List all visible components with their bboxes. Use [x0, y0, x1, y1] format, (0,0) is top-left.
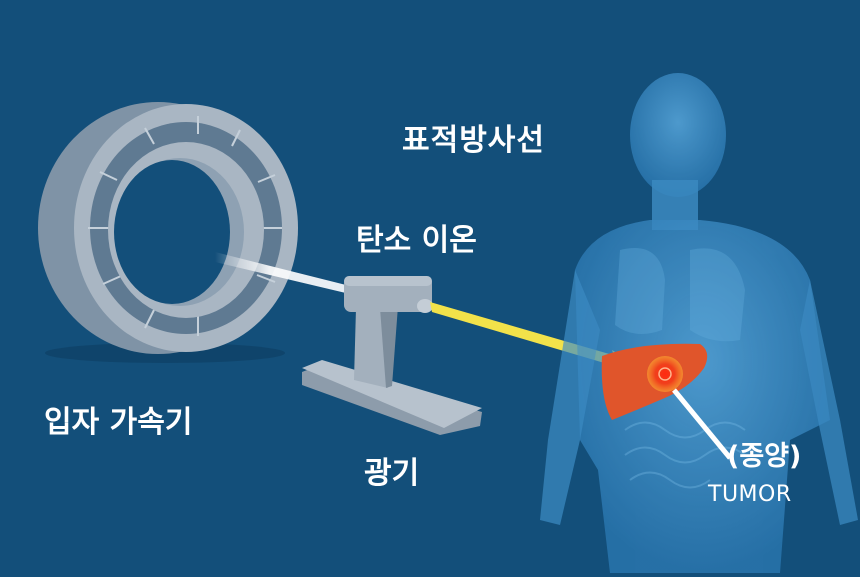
liver-organ — [601, 343, 708, 420]
label-particle-accelerator: 입자 가속기 — [44, 405, 193, 440]
particle-accelerator-icon — [38, 102, 298, 363]
label-carbon-ion: 탄소 이온 — [356, 223, 477, 258]
label-tumor-english: TUMOR — [708, 482, 792, 507]
tumor-marker — [647, 356, 683, 392]
label-nozzle: 광기 — [364, 456, 420, 491]
nozzle-device-icon — [302, 276, 482, 435]
tumor-pointer-line — [672, 388, 732, 460]
label-targeted-radiation: 표적방사선 — [402, 123, 545, 158]
carbon-ion-beam — [215, 252, 350, 294]
label-tumor-korean: (종양) — [727, 441, 802, 472]
human-body-figure — [540, 73, 858, 573]
